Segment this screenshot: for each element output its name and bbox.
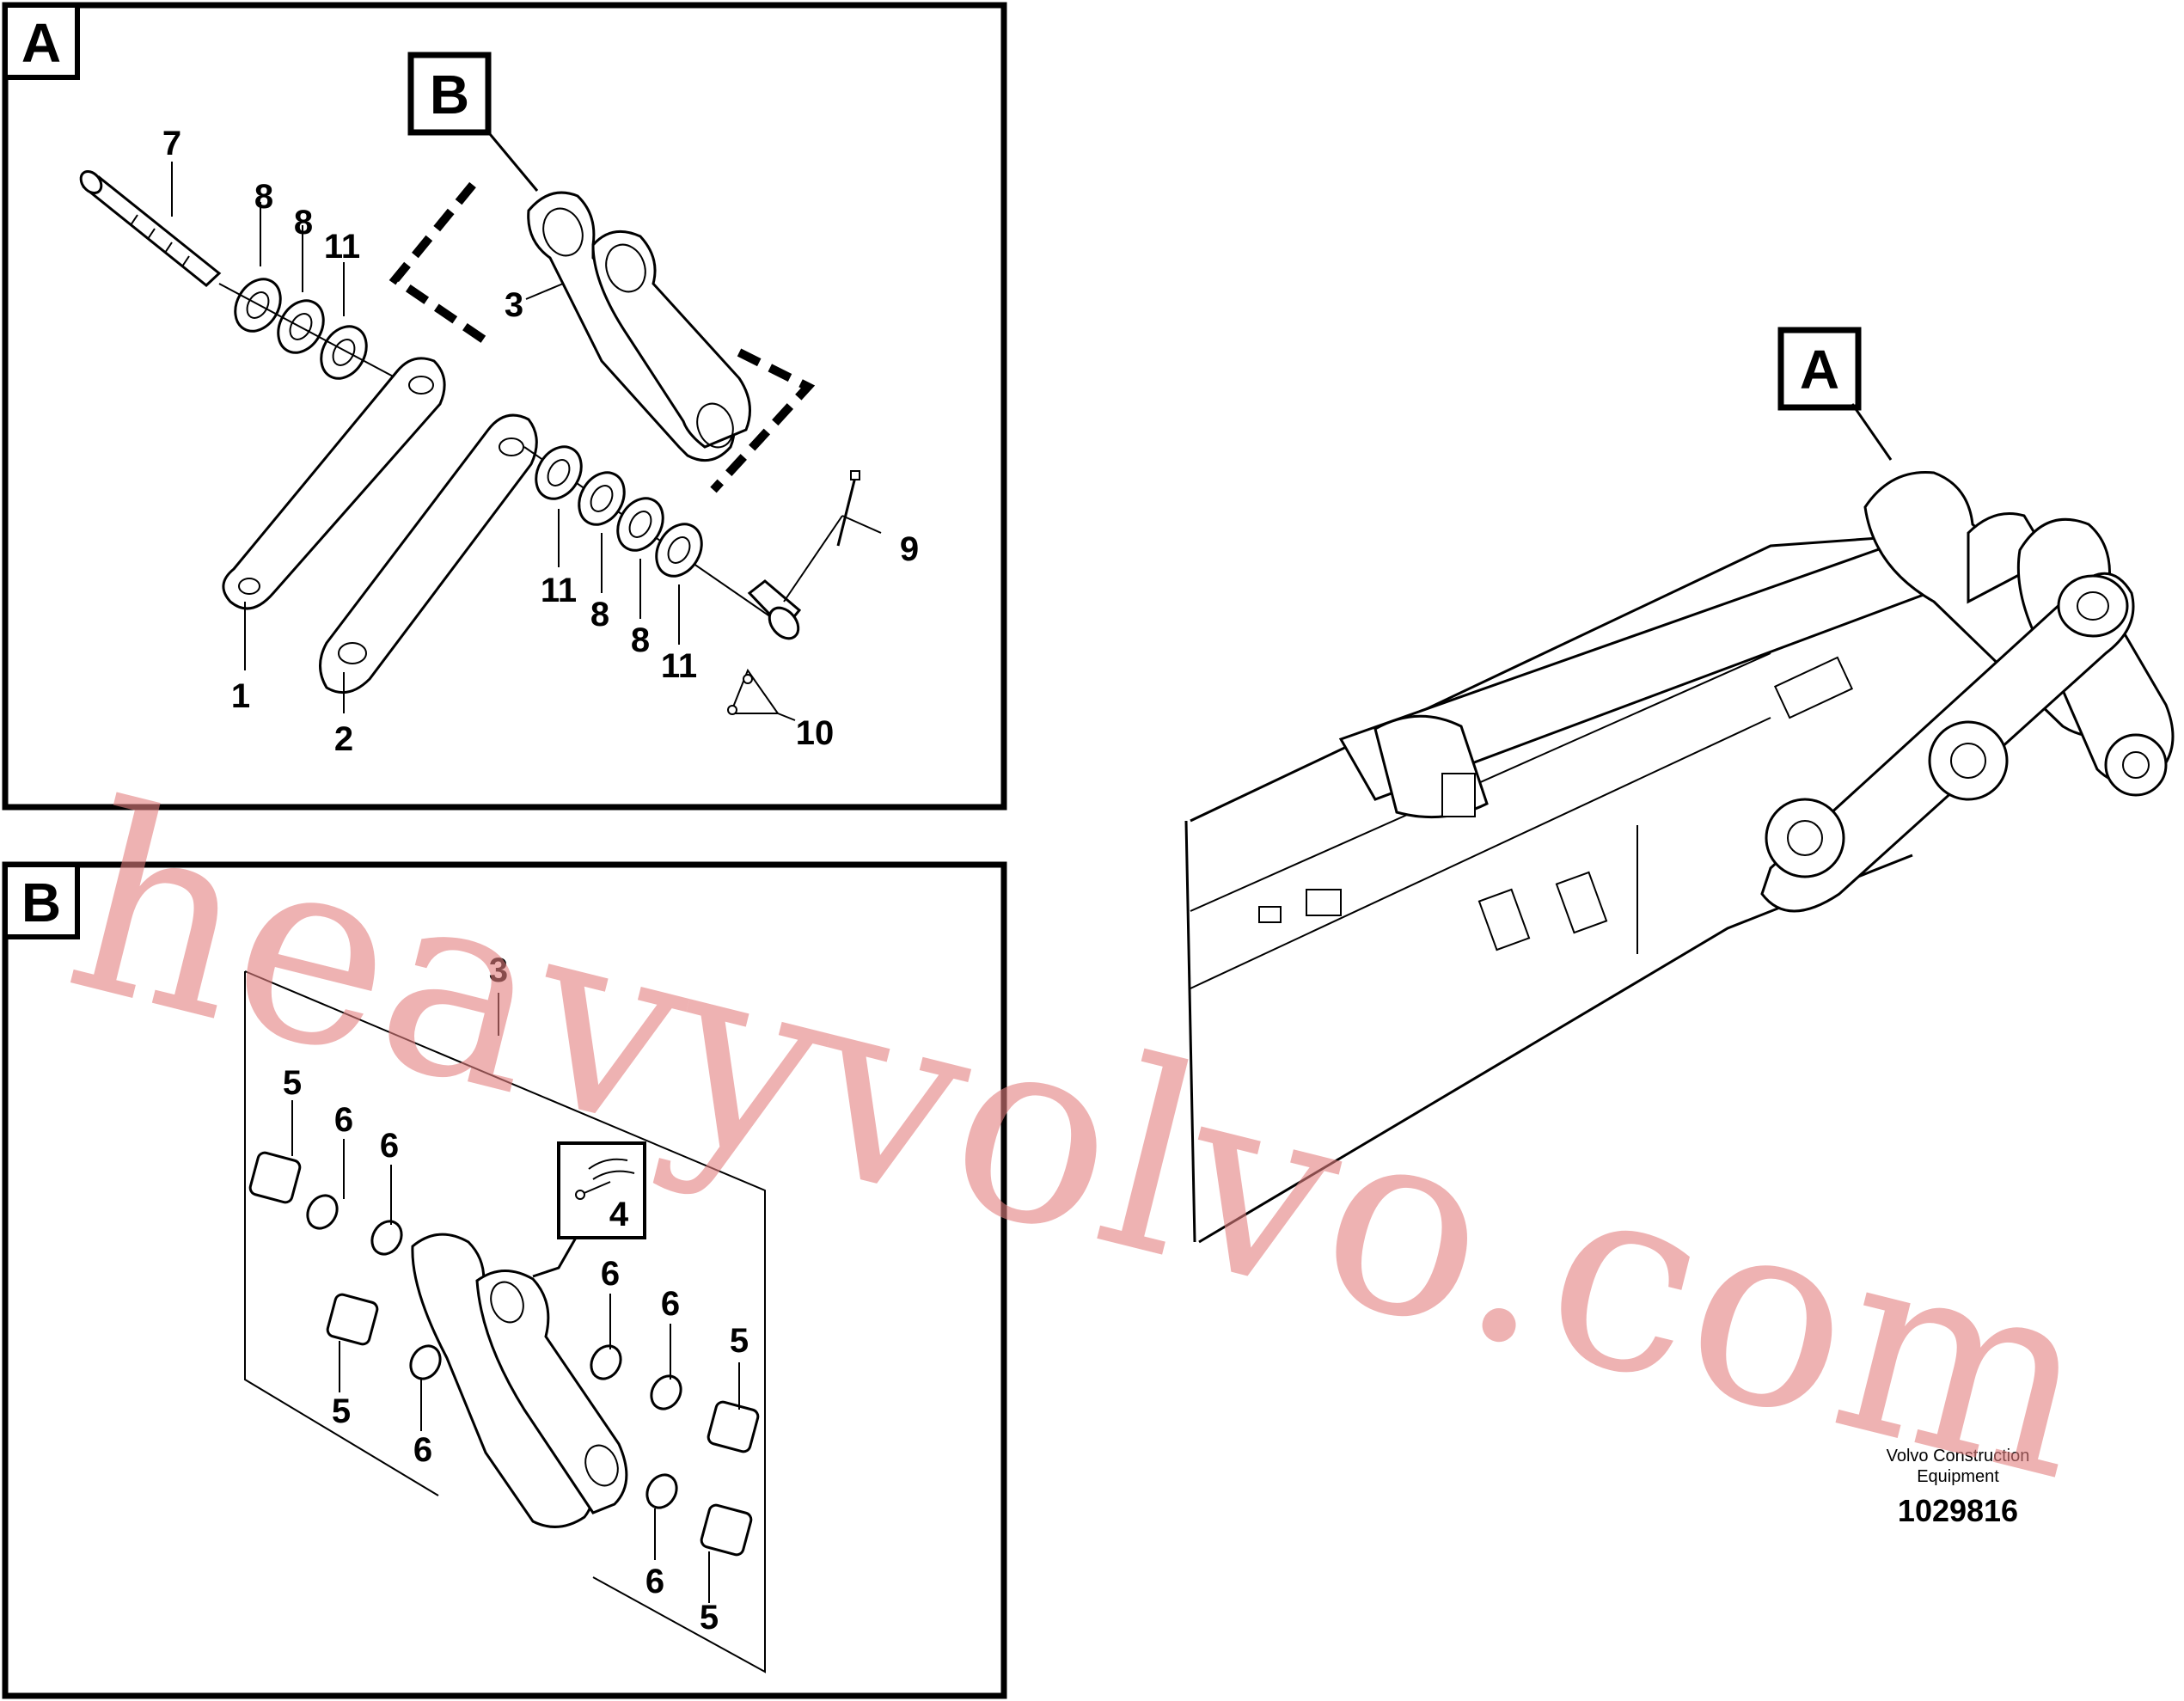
boom-overview-drawing: A	[1184, 327, 2175, 1244]
frame-b-border	[2, 861, 1007, 1699]
callout-8-upper-a: 8	[254, 178, 273, 216]
callout-2: 2	[334, 720, 353, 758]
callout-5-right: 5	[730, 1322, 749, 1360]
link-part-2	[319, 413, 538, 694]
detail-frame-b: B	[2, 861, 1007, 1699]
nut-part-10	[727, 668, 780, 715]
link-assembly-part-3	[527, 191, 751, 462]
detail-a-reference-letter: A	[1800, 339, 1839, 401]
assembly-bracket	[244, 970, 766, 1673]
callout-6-right-b: 6	[661, 1285, 680, 1323]
detail-b-reference-letter: B	[430, 64, 469, 125]
callout-8-lower-a: 8	[590, 596, 609, 633]
link-part-1	[222, 357, 446, 610]
detail-frame-a: A B	[2, 2, 1007, 811]
frame-a-letter: A	[21, 12, 61, 74]
washer-group-upper	[218, 278, 413, 388]
detail-b-dashed-region	[388, 181, 816, 493]
callout-5-lower-right: 5	[700, 1599, 719, 1637]
callout-6-right-a: 6	[601, 1255, 620, 1293]
callout-11-upper: 11	[324, 228, 360, 266]
bolt-part-9	[836, 470, 860, 547]
leader-lines-b	[291, 1100, 740, 1603]
callout-9: 9	[900, 530, 919, 568]
pin-lower	[747, 579, 802, 640]
callout-11-lower-b: 11	[661, 647, 697, 685]
callout-3-frame-a: 3	[505, 286, 523, 324]
bushing-group-right	[590, 1344, 760, 1557]
callout-10: 10	[796, 714, 835, 752]
hydraulic-cylinder	[1338, 531, 1954, 819]
frame-a-border	[2, 2, 1007, 811]
frame-b-letter-box	[3, 862, 80, 939]
drawing-number: 1029816	[1898, 1493, 2018, 1528]
drawing-footer: Volvo Construction Equipment 1029816	[1887, 1447, 2030, 1528]
detail-b-reference-leader	[484, 128, 539, 192]
callout-8-upper-b: 8	[294, 204, 313, 242]
leader-lines-a	[171, 162, 882, 721]
company-name-line1: Volvo Construction	[1887, 1447, 2030, 1465]
detail-a-reference-leader	[1851, 403, 1893, 461]
callout-3-frame-b: 3	[489, 951, 508, 989]
link-assembly-detail-b	[411, 1233, 628, 1528]
bushing-group-left	[248, 1151, 442, 1380]
callout-5-lower-left: 5	[332, 1392, 351, 1430]
grease-fitting-part-4-inset	[532, 1141, 646, 1278]
frame-b-letter: B	[21, 872, 61, 933]
frame-a-letter-box	[3, 3, 80, 80]
callout-5-upper-left: 5	[283, 1064, 302, 1102]
callout-11-lower-a: 11	[541, 572, 577, 609]
callout-4: 4	[609, 1196, 629, 1233]
callout-7: 7	[162, 125, 181, 162]
detail-b-reference-tag	[407, 52, 492, 136]
boom-tip-links	[1760, 471, 2175, 913]
callout-6-lower-b: 6	[645, 1563, 664, 1600]
detail-a-reference-tag	[1777, 327, 1862, 411]
pin-part-7	[79, 169, 222, 287]
callout-6-lower-a: 6	[413, 1431, 432, 1469]
callout-8-lower-b: 8	[631, 621, 650, 659]
callout-1: 1	[231, 677, 250, 715]
company-name-line2: Equipment	[1917, 1467, 1999, 1486]
callout-6-upper-b: 6	[380, 1127, 399, 1165]
callout-6-upper-a: 6	[334, 1101, 353, 1139]
washer-group-lower	[523, 445, 774, 620]
